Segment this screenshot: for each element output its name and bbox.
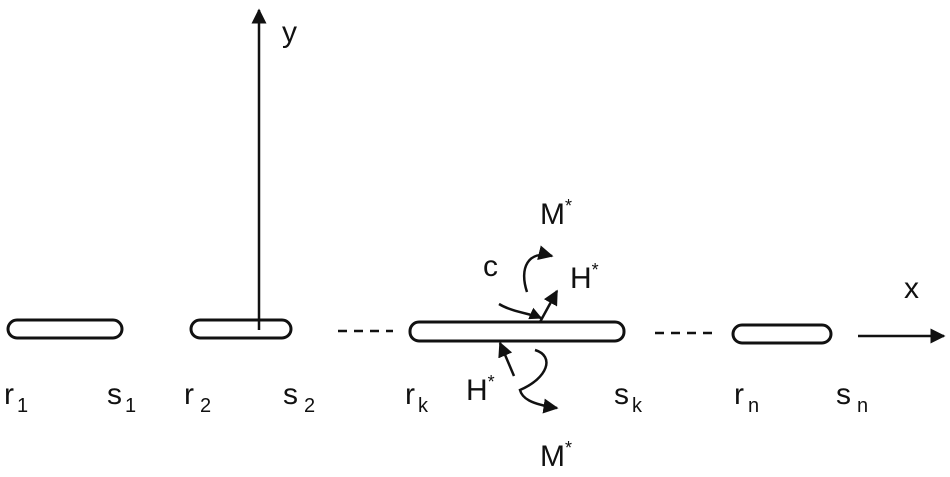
lower-force-label: H*	[466, 372, 495, 407]
crack-2-end-base: s	[283, 378, 298, 411]
contour-label: c	[483, 250, 498, 283]
crack-1-start-base: r	[4, 378, 14, 411]
lower-moment-arrow	[518, 348, 559, 414]
lower-force-base: H	[466, 374, 488, 407]
crack-1-end-base: s	[107, 378, 122, 411]
lower-force-sup: *	[488, 372, 495, 392]
crack-k-start-sub: k	[418, 395, 429, 417]
crack-2-start-base: r	[184, 378, 194, 411]
crack-1	[6, 318, 124, 340]
crack-n-start-base: r	[734, 378, 744, 411]
upper-force-base: H	[570, 262, 592, 295]
crack-k-end-base: s	[614, 378, 629, 411]
upper-force-sup: *	[592, 260, 599, 280]
upper-moment-sup: *	[565, 196, 572, 216]
crack-k	[408, 320, 626, 343]
upper-force-label: H*	[570, 260, 599, 295]
crack-2-start-sub: 2	[200, 395, 211, 417]
crack-k-end-sub: k	[632, 395, 643, 417]
upper-moment-label: M*	[540, 196, 572, 231]
crack-2	[189, 318, 293, 340]
crack-n-end-base: s	[836, 378, 851, 411]
lower-moment-label: M*	[540, 438, 572, 473]
crack-n-end-sub: n	[857, 395, 868, 417]
lower-moment-base: M	[540, 440, 565, 473]
crack-1-start-sub: 1	[17, 395, 28, 417]
contour-c-arrow	[498, 302, 543, 320]
crack-n	[731, 323, 833, 345]
crack-2-end-sub: 2	[304, 395, 315, 417]
upper-moment-base: M	[540, 198, 565, 231]
x-axis-label: x	[904, 272, 919, 305]
crack-1-end-sub: 1	[125, 395, 136, 417]
lower-force-arrow	[498, 341, 516, 377]
upper-moment-arrow	[522, 245, 554, 293]
y-axis-label: y	[282, 16, 297, 49]
lower-moment-sup: *	[565, 438, 572, 458]
crack-k-start-base: r	[405, 378, 415, 411]
upper-force-arrow	[538, 289, 559, 323]
crack-n-start-sub: n	[748, 395, 759, 417]
